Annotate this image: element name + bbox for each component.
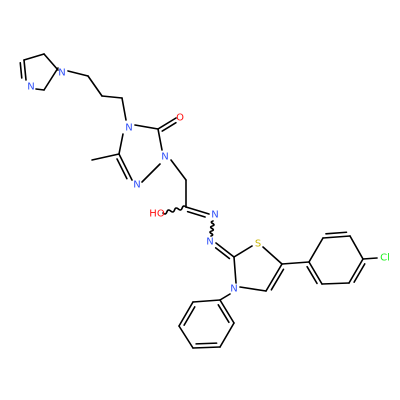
atom-n-thiazole: N <box>230 284 237 295</box>
bond-41 <box>308 261 323 285</box>
bond-25 <box>215 242 235 258</box>
bond-39 <box>353 263 366 283</box>
bond-3 <box>43 53 59 71</box>
bond-44 <box>219 293 231 301</box>
bond-2 <box>23 53 45 61</box>
bond-40 <box>321 282 350 285</box>
bond-35 <box>322 235 351 239</box>
bond-45 <box>192 299 221 303</box>
bond-46 <box>178 301 194 327</box>
atom-n-triazolone-2: N <box>133 180 140 191</box>
bond-28 <box>262 246 283 265</box>
bond-9 <box>121 97 127 121</box>
bond-36 <box>325 231 348 235</box>
bond-15 <box>91 153 120 161</box>
bond-30 <box>270 268 285 291</box>
bond-18 <box>141 163 161 183</box>
atom-s-thiazole: S <box>255 239 261 250</box>
bond-10 <box>134 124 159 130</box>
bond-33 <box>281 261 310 265</box>
bond-12 <box>161 121 177 132</box>
bond-22 <box>185 206 210 215</box>
bond-47 <box>183 306 196 326</box>
bond-42 <box>306 265 318 285</box>
bond-34 <box>308 237 324 263</box>
atom-n-hydrazone-1: N <box>211 210 218 221</box>
bond-24 <box>209 220 215 237</box>
bond-52 <box>219 299 235 324</box>
atom-n-imidazole-1: N <box>27 82 34 93</box>
bond-48 <box>178 325 194 349</box>
bond-16 <box>118 153 133 181</box>
bond-4 <box>43 67 59 91</box>
bond-49 <box>192 346 221 349</box>
bond-layer <box>19 53 378 349</box>
atom-hydroxyl: HO <box>149 209 165 220</box>
atom-n-triazolone-4: N <box>125 123 132 134</box>
bond-32 <box>233 256 237 284</box>
bond-14 <box>118 133 124 155</box>
bond-27 <box>233 245 253 258</box>
atom-label-layer: N N N O N N HO N N S N Cl <box>27 68 390 295</box>
atom-n-triazolone-1: N <box>161 152 168 163</box>
bond-37 <box>349 235 364 260</box>
bond-51 <box>219 322 235 348</box>
bond-6 <box>67 70 89 77</box>
bond-38 <box>348 258 364 284</box>
bond-11 <box>157 117 177 130</box>
bond-0 <box>23 59 27 81</box>
atom-n-imidazole-2: N <box>58 68 65 79</box>
bond-19 <box>170 159 187 181</box>
bond-17 <box>116 158 128 180</box>
bond-43 <box>362 257 378 260</box>
bond-50 <box>195 342 218 345</box>
atom-o-carbonyl: O <box>176 113 184 124</box>
bond-21 <box>162 205 187 215</box>
bond-23 <box>186 210 206 218</box>
bond-13 <box>157 128 163 151</box>
bond-1 <box>19 61 23 79</box>
atom-n-hydrazone-2: N <box>206 237 213 248</box>
bond-26 <box>214 247 231 260</box>
bond-31 <box>239 286 267 292</box>
bond-8 <box>101 95 123 99</box>
bond-29 <box>265 263 283 292</box>
atom-chlorine: Cl <box>380 253 390 264</box>
bond-53 <box>217 304 230 324</box>
bond-5 <box>35 88 45 91</box>
bond-7 <box>87 75 103 97</box>
